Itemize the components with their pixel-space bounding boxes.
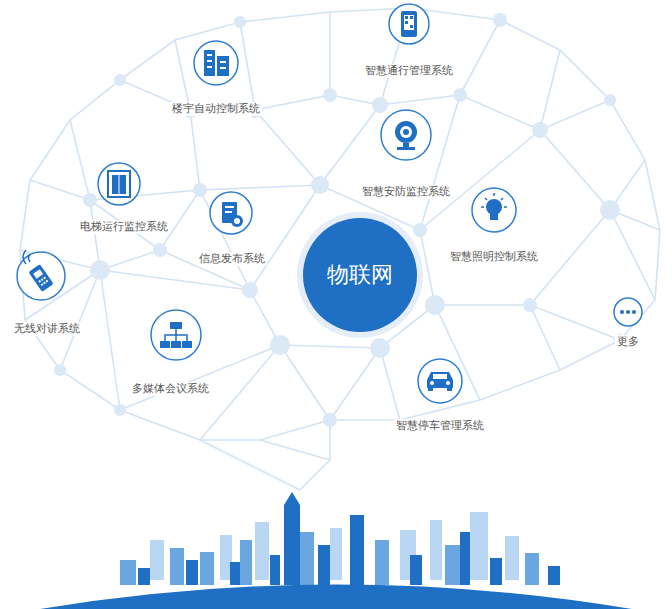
city-skyline [40,492,632,609]
system-node: 电梯运行监控系统 [78,215,170,234]
mesh-joints [54,13,626,427]
system-node: 楼宇自动控制系统 [170,97,262,116]
core-label: 物联网 [327,262,393,288]
system-node: 信息发布系统 [197,247,267,266]
system-node: 更多 [615,330,641,349]
system-node: 智慧停车管理系统 [394,414,486,433]
system-node: 多媒体会议系统 [130,377,211,396]
system-node: 智慧通行管理系统 [363,59,455,78]
system-label: 智慧通行管理系统 [363,64,455,78]
system-label: 更多 [615,335,641,349]
icon-glyphs [23,11,636,391]
system-label: 信息发布系统 [197,252,267,266]
system-label: 智慧安防监控系统 [360,185,452,199]
icon-rings [17,4,642,403]
system-label: 智慧照明控制系统 [448,250,540,264]
system-node: 智慧照明控制系统 [448,245,540,264]
system-node: 智慧安防监控系统 [360,180,452,199]
core-circle: 物联网 [303,218,417,332]
system-label: 楼宇自动控制系统 [170,102,262,116]
system-label: 多媒体会议系统 [130,382,211,396]
system-label: 无线对讲系统 [12,322,82,336]
system-label: 智慧停车管理系统 [394,419,486,433]
system-node: 无线对讲系统 [12,317,82,336]
system-label: 电梯运行监控系统 [78,220,170,234]
network-mesh [20,8,660,490]
